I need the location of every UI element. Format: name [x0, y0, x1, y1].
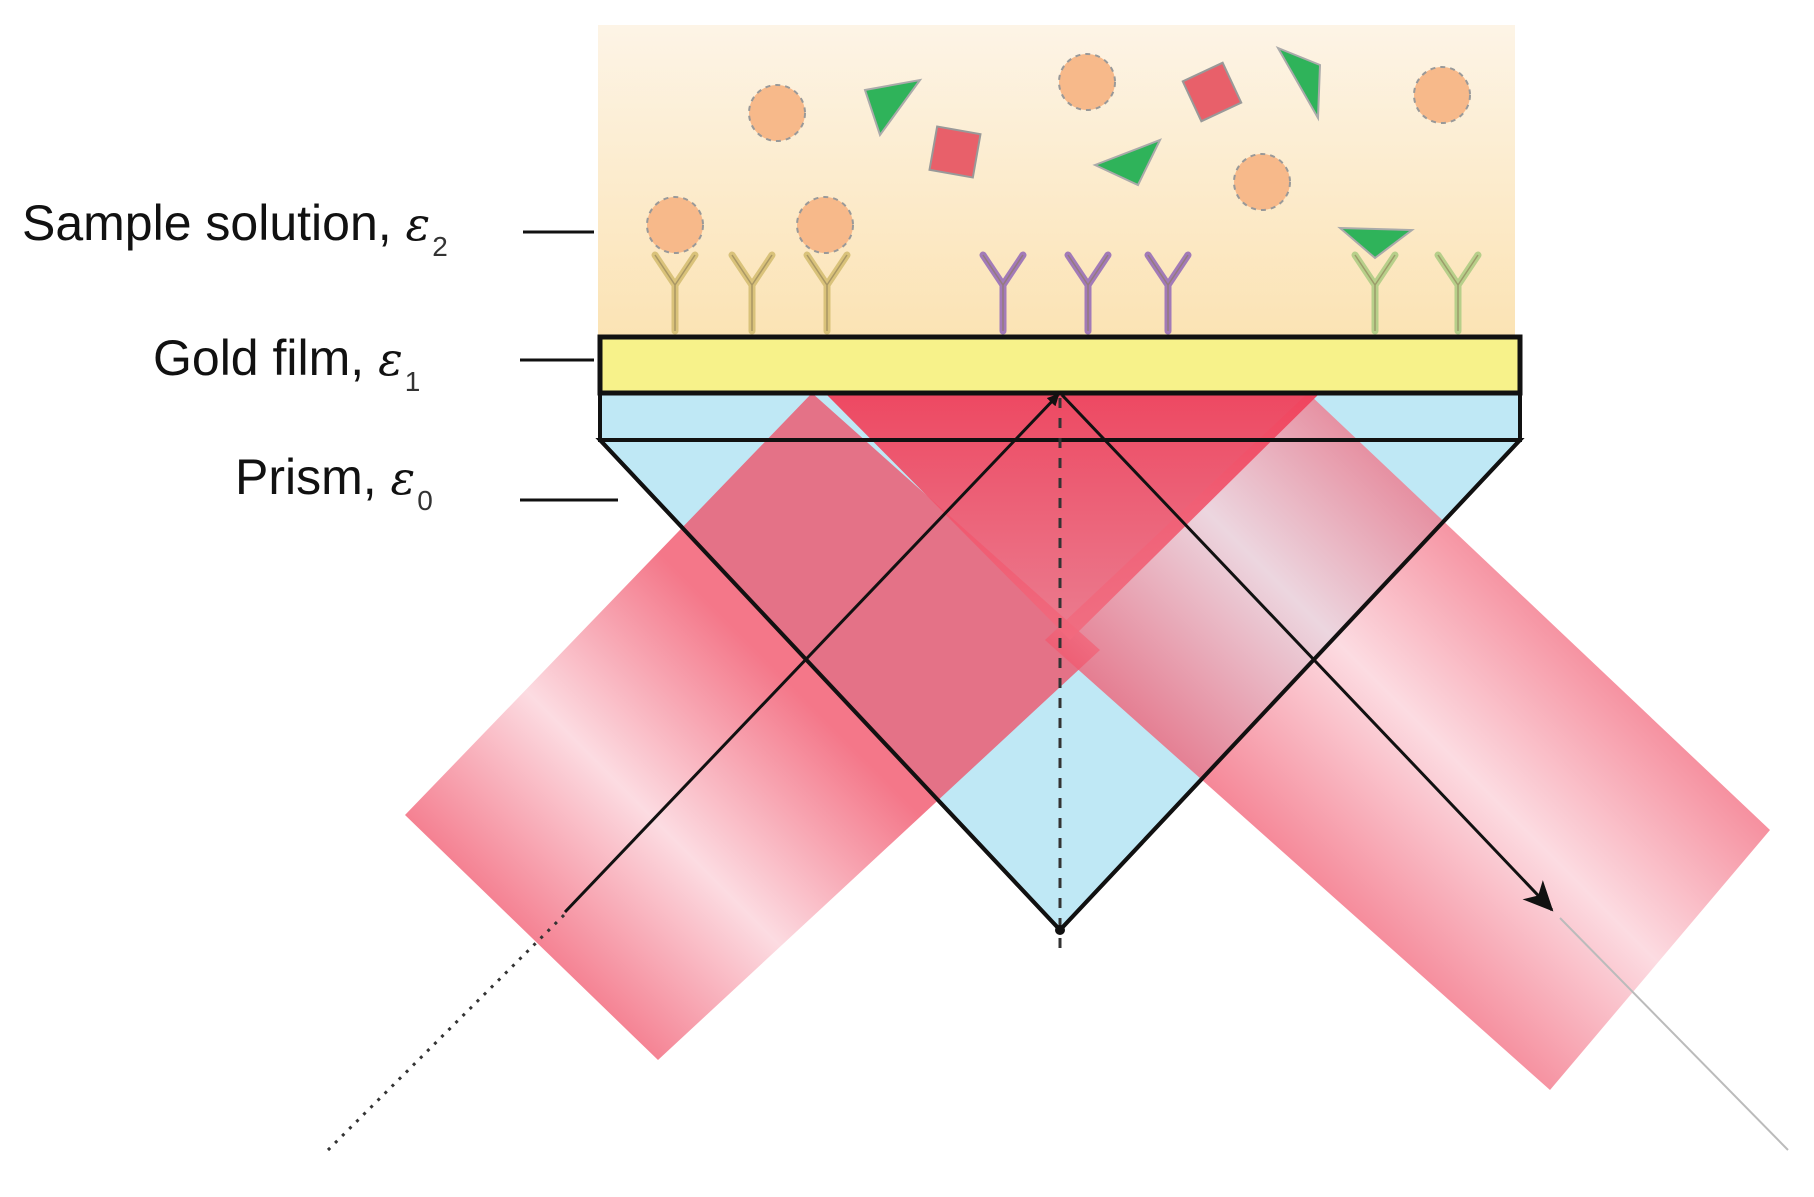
- epsilon-symbol: ε: [390, 451, 416, 505]
- sample-solution-text: Sample solution,: [22, 195, 406, 251]
- sample-solution-label: Sample solution, ε2: [22, 195, 448, 261]
- epsilon-symbol: ε: [405, 197, 431, 251]
- beam-overlap-region: [825, 393, 1320, 640]
- antibody-layer: [651, 251, 1482, 335]
- analyte-triangle-icon: [1092, 138, 1163, 187]
- analyte-circle-icon: [1233, 153, 1291, 211]
- analyte-circle-icon: [1413, 66, 1471, 124]
- antibody-icon: [1144, 251, 1192, 335]
- prism-label: Prism, ε0: [235, 449, 433, 515]
- epsilon-subscript: 1: [404, 366, 421, 397]
- analyte-circle-icon: [796, 196, 854, 254]
- analyte-square-icon: [1181, 61, 1243, 123]
- analyte-square-icon: [928, 125, 982, 179]
- antibody-icon: [728, 251, 776, 335]
- prism-apex-dot: [1055, 925, 1065, 935]
- reflected-ray-faint: [1559, 917, 1789, 1151]
- analyte-circle-icon: [748, 84, 806, 142]
- epsilon-symbol: ε: [378, 332, 403, 386]
- antibody-icon: [651, 251, 699, 335]
- gold-film-outline: [597, 334, 1523, 396]
- analyte-triangle-icon: [1275, 45, 1322, 122]
- incident-ray-dotted: [326, 910, 569, 1152]
- analyte-layer: [646, 45, 1471, 260]
- analyte-triangle-icon: [863, 78, 923, 138]
- analyte-circle-icon: [1058, 53, 1116, 111]
- analyte-circle-icon: [646, 196, 704, 254]
- antibody-icon: [803, 251, 851, 335]
- antibody-icon: [1064, 251, 1112, 335]
- incident-beam: [405, 393, 1100, 1060]
- analyte-triangle-icon: [1337, 226, 1415, 260]
- gold-film: [598, 335, 1522, 395]
- epsilon-subscript: 2: [432, 231, 448, 262]
- antibody-icon: [979, 251, 1027, 335]
- prism-text: Prism,: [235, 449, 391, 505]
- reflected-ray: [1060, 393, 1554, 912]
- incident-ray: [563, 393, 1060, 914]
- antibody-icon: [1351, 251, 1399, 335]
- antibody-icon: [1434, 251, 1482, 335]
- epsilon-subscript: 0: [417, 485, 433, 516]
- gold-film-text: Gold film,: [153, 330, 379, 386]
- gold-film-label: Gold film, ε1: [153, 330, 420, 396]
